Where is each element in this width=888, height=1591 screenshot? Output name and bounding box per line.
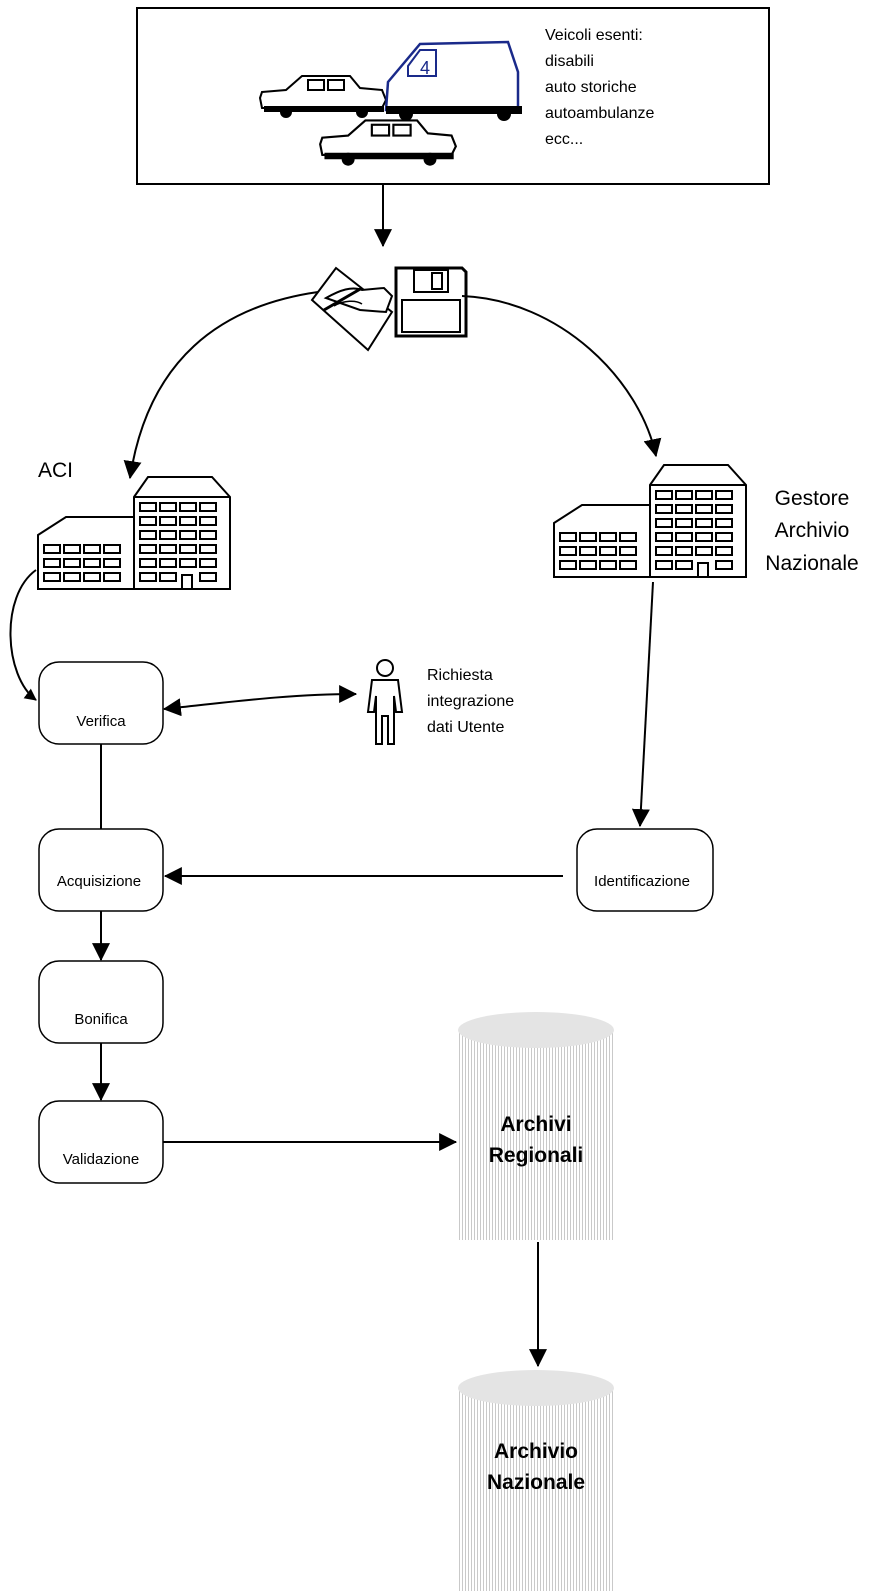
vehicles-box-line: ecc... — [545, 131, 583, 148]
archivi-regionali-label: Archivi — [500, 1113, 571, 1136]
writing-hand-icon — [310, 266, 394, 352]
step-label: Verifica — [76, 713, 126, 730]
arrow-verifica-user — [162, 685, 358, 717]
archivio-nazionale-label: Nazionale — [487, 1471, 585, 1494]
user-request-label: Richiesta — [427, 667, 493, 684]
gestore-label: Gestore — [775, 487, 850, 510]
building-icon — [553, 464, 747, 578]
gestore-label: Nazionale — [765, 552, 858, 575]
building-icon — [37, 476, 231, 590]
vehicles-box-line: disabili — [545, 53, 594, 70]
person-icon — [366, 659, 404, 745]
svg-text:4: 4 — [420, 58, 430, 78]
step-verifica: Verifica — [38, 661, 164, 745]
step-bonifica: Bonifica — [38, 960, 164, 1044]
vehicles-box-line: autoambulanze — [545, 105, 655, 122]
arrow-docs-to-gestore — [461, 295, 662, 458]
step-label: Validazione — [63, 1151, 139, 1168]
user-request-label: integrazione — [427, 693, 514, 710]
step-identificazione: Identificazione — [576, 828, 714, 912]
archivi-regionali-label: Regionali — [489, 1144, 584, 1167]
vehicles-box: 4 Veicoli esenti: disabili auto storiche… — [136, 7, 770, 185]
arrow-gestore-to-identificazione — [631, 581, 654, 828]
vehicles-box-line: auto storiche — [545, 79, 637, 96]
aci-label: ACI — [38, 459, 73, 482]
gestore-label: Archivio — [775, 519, 850, 542]
step-label: Bonifica — [74, 1011, 128, 1028]
floppy-disk-icon — [394, 266, 468, 338]
database-cylinder-icon — [457, 1370, 615, 1591]
van-icon: 4 — [384, 40, 522, 121]
step-label: Acquisizione — [57, 873, 141, 890]
vehicles-box-line: Veicoli esenti: — [545, 27, 643, 44]
arrow-docs-to-aci — [123, 291, 319, 480]
database-cylinder-icon — [457, 1012, 615, 1240]
step-acquisizione: Acquisizione — [38, 828, 164, 912]
step-label: Identificazione — [594, 873, 690, 890]
archivio-nazionale-label: Archivio — [494, 1440, 578, 1463]
user-request-label: dati Utente — [427, 719, 504, 736]
step-validazione: Validazione — [38, 1100, 164, 1184]
arrow-aci-to-verifica — [9, 569, 37, 701]
